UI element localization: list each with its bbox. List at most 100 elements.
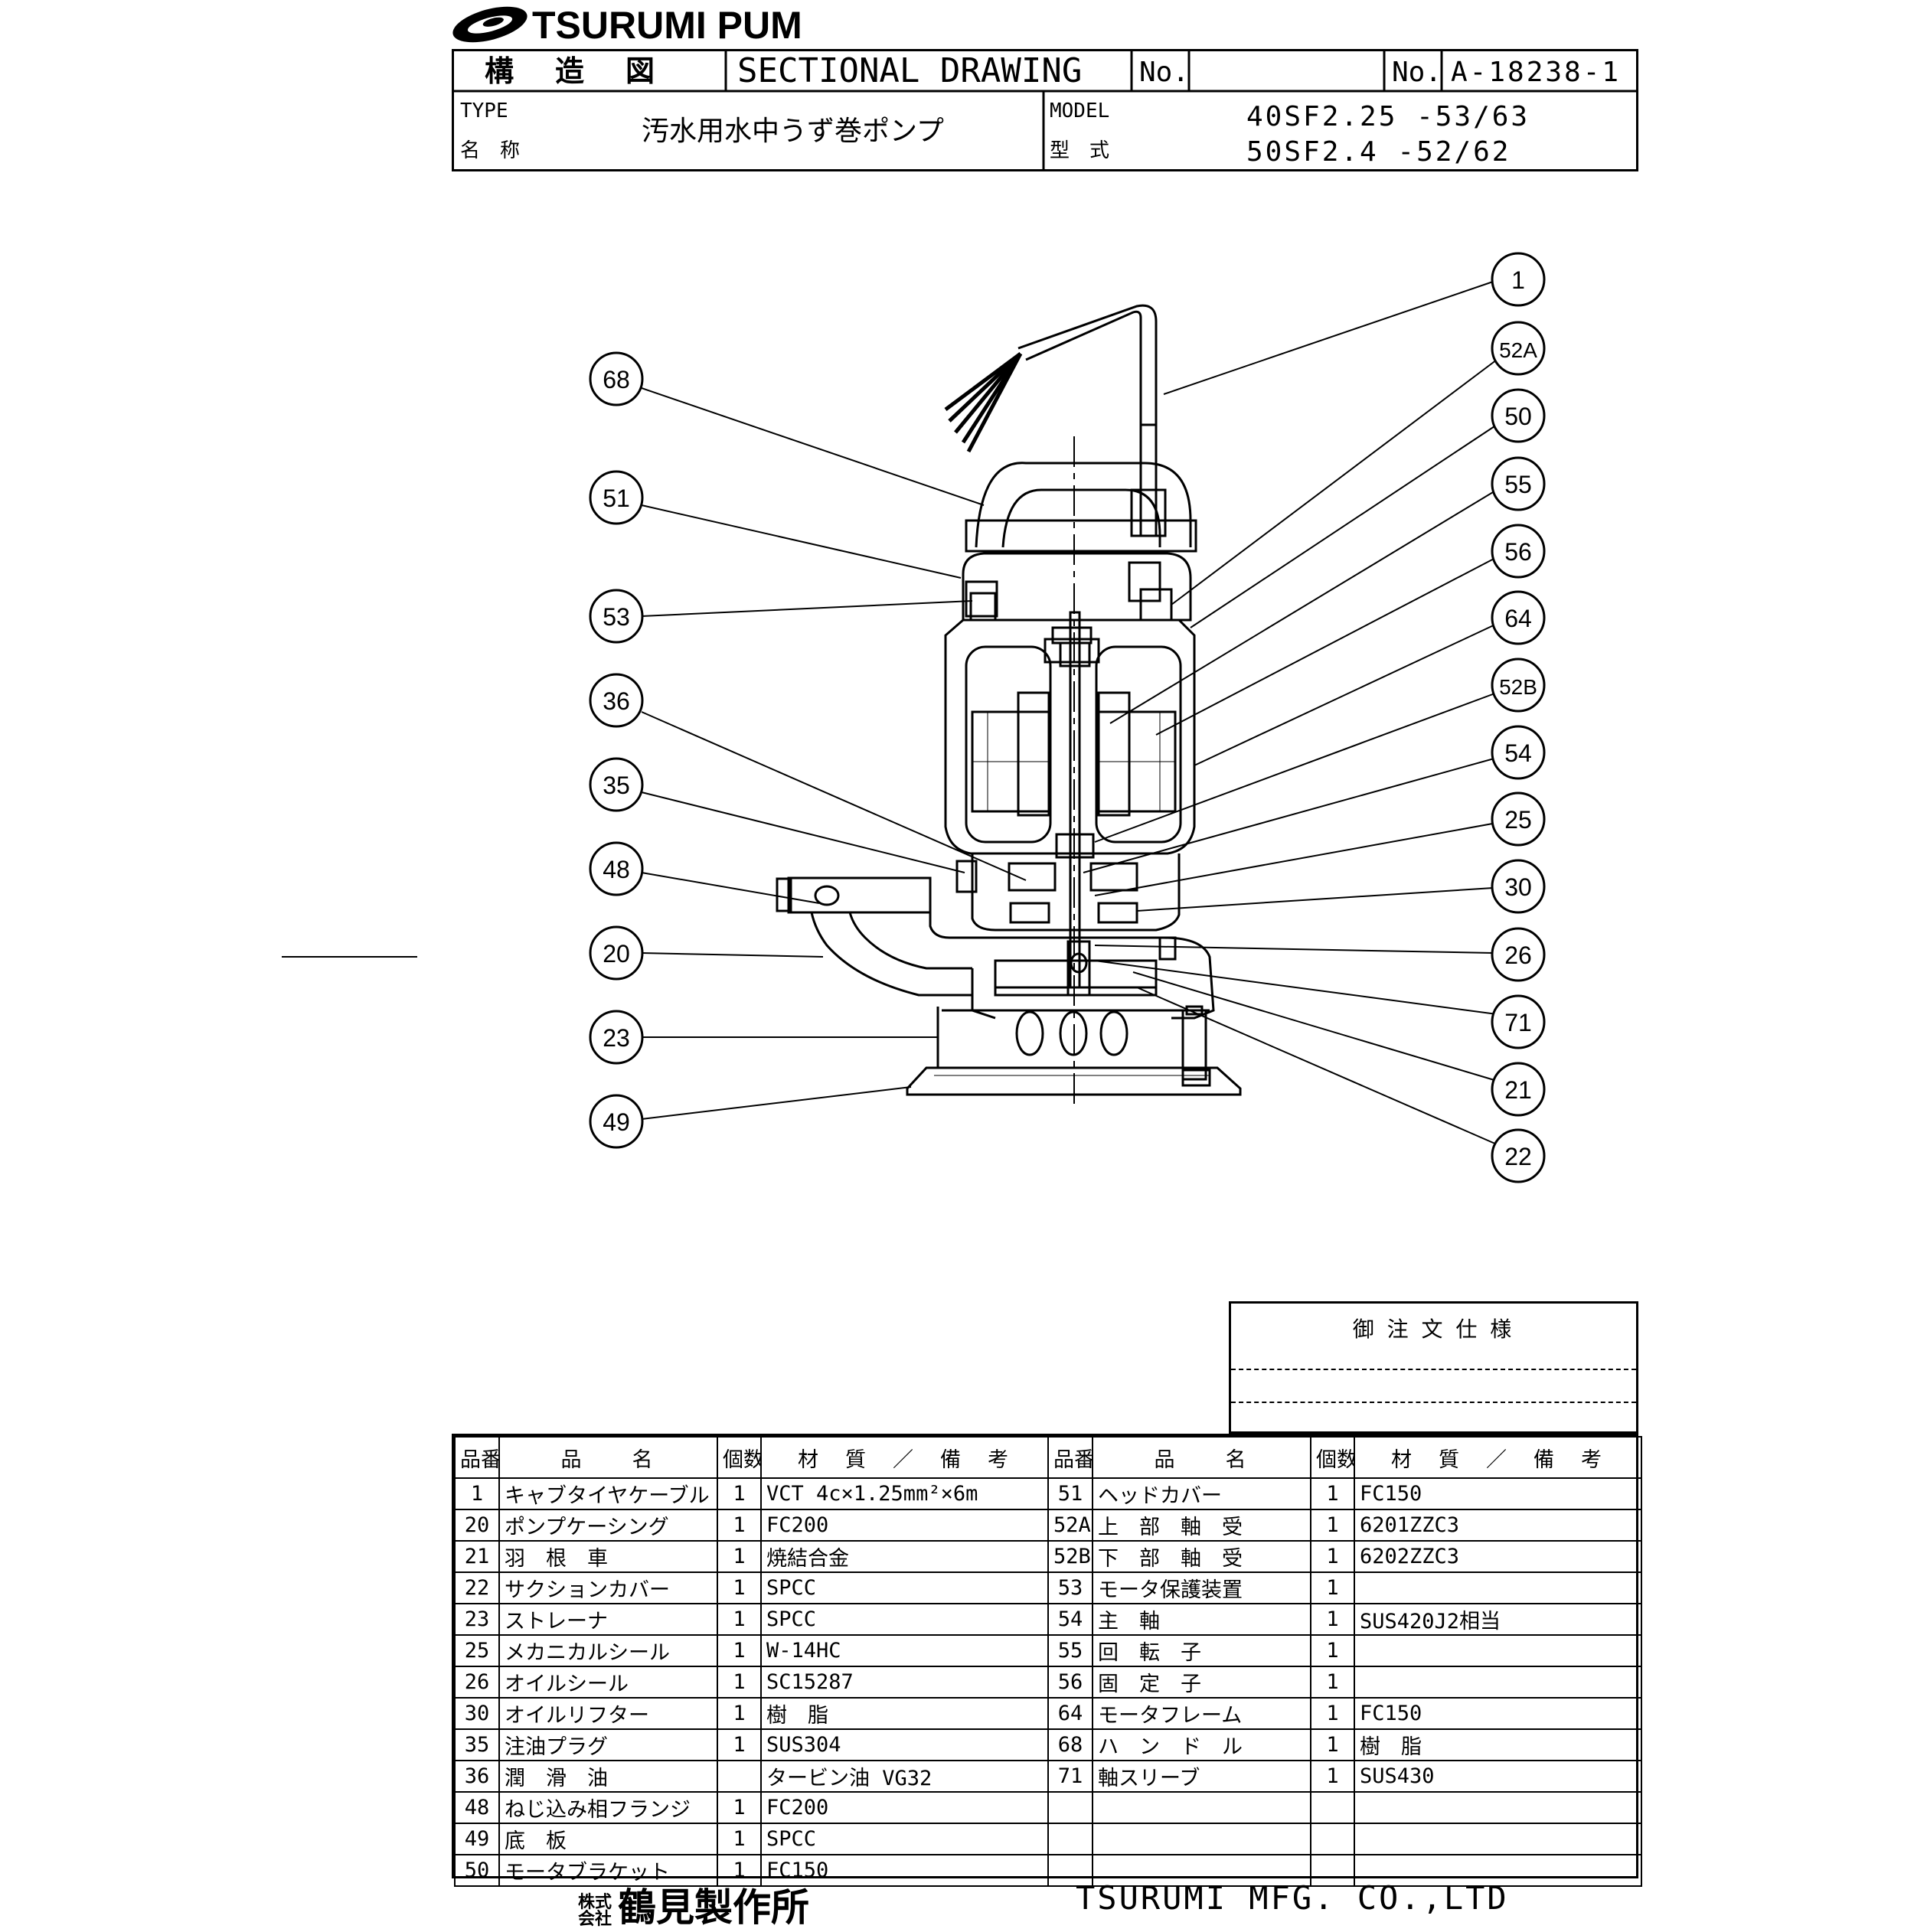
part-name: 羽 根 車 [498,1540,718,1573]
part-material: SC15287 [760,1666,1049,1699]
balloon-53: 53 [589,589,973,644]
balloon-21: 21 [1132,971,1546,1117]
svg-text:54: 54 [1504,739,1532,767]
balloon-25: 25 [1094,791,1546,896]
part-name [1092,1823,1311,1855]
svg-text:68: 68 [603,366,630,393]
company-jp: 鶴見製作所 [618,1885,809,1930]
part-qty: 1 [1310,1697,1355,1730]
order-spec-title: 御 注 文 仕 様 [1352,1317,1515,1342]
part-no: 51 [1047,1477,1093,1510]
type-name: 汚水用水中うず巻ポンプ [642,116,944,147]
svg-text:56: 56 [1504,538,1532,566]
balloon-30: 30 [1136,859,1546,914]
part-name: モータブラケット [498,1854,718,1887]
part-qty: 1 [1310,1477,1355,1510]
part-qty: 1 [717,1603,762,1636]
part-qty: 1 [1310,1728,1355,1761]
part-material: 樹 脂 [760,1697,1049,1730]
part-no [1047,1791,1093,1824]
balloon-52B: 52B [1094,658,1546,843]
balloon-23: 23 [589,1010,938,1065]
model-label: MODEL [1050,100,1110,122]
part-name: 底 板 [498,1823,718,1855]
part-material: FC150 [1354,1477,1642,1510]
part-material: 6202ZZC3 [1354,1540,1642,1573]
part-no: 20 [454,1509,500,1542]
part-name [1092,1791,1311,1824]
part-no: 56 [1047,1666,1093,1699]
no-label-1: No. [1139,57,1190,88]
svg-text:22: 22 [1504,1143,1532,1170]
part-name: 上 部 軸 受 [1092,1509,1311,1542]
svg-text:23: 23 [603,1024,630,1052]
part-name: モータフレーム [1092,1697,1311,1730]
col-header-qty: 個数 [717,1436,762,1479]
drawing-number: A-18238-1 [1451,57,1622,88]
part-no: 35 [454,1728,500,1761]
col-header-material-2: 材 質 ／ 備 考 [1354,1436,1642,1479]
part-no: 48 [454,1791,500,1824]
part-material: SUS304 [760,1728,1049,1761]
part-no: 25 [454,1634,500,1667]
part-name: 下 部 軸 受 [1092,1540,1311,1573]
balloon-48: 48 [589,841,820,904]
part-no: 50 [454,1854,500,1887]
part-qty: 1 [717,1823,762,1855]
svg-text:30: 30 [1504,873,1532,901]
order-spec-box: 御 注 文 仕 様 [1229,1301,1638,1434]
part-qty: 1 [717,1509,762,1542]
svg-text:55: 55 [1504,471,1532,498]
part-qty: 1 [1310,1603,1355,1636]
balloon-54: 54 [1083,725,1546,873]
balloon-1: 1 [1163,252,1546,395]
svg-text:25: 25 [1504,806,1532,834]
part-qty: 1 [717,1728,762,1761]
part-material: 樹 脂 [1354,1728,1642,1761]
part-name: 回 転 子 [1092,1634,1311,1667]
part-name: 注油プラグ [498,1728,718,1761]
part-name: オイルシール [498,1666,718,1699]
tsurumi-logo: TSURUMI PUMP [452,4,800,46]
name-label: 名 称 [460,139,521,162]
title-en: SECTIONAL DRAWING [737,51,1083,90]
part-name: ねじ込み相フランジ [498,1791,718,1824]
part-qty [1310,1791,1355,1824]
part-qty [717,1760,762,1793]
svg-text:36: 36 [603,687,630,715]
balloon-51: 51 [589,470,962,579]
balloon-56: 56 [1155,524,1546,736]
model-1: 40SF2.25 -53/63 [1246,101,1530,132]
svg-text:52B: 52B [1499,675,1537,699]
part-material [1354,1571,1642,1604]
balloon-26: 26 [1094,927,1546,982]
part-no: 22 [454,1571,500,1604]
col-header-no: 品番 [454,1436,500,1479]
part-material [1354,1823,1642,1855]
svg-text:64: 64 [1504,605,1532,632]
svg-text:52A: 52A [1499,338,1537,362]
svg-text:50: 50 [1504,403,1532,430]
part-no: 26 [454,1666,500,1699]
part-material: VCT 4c×1.25mm²×6m [760,1477,1049,1510]
part-material [1354,1634,1642,1667]
part-material: SPCC [760,1603,1049,1636]
part-no: 71 [1047,1760,1093,1793]
order-spec-line-2 [1231,1402,1636,1403]
svg-text:20: 20 [603,940,630,968]
part-material: FC150 [760,1854,1049,1887]
part-name: ストレーナ [498,1603,718,1636]
part-qty: 1 [1310,1540,1355,1573]
balloon-64: 64 [1194,590,1546,766]
svg-text:71: 71 [1504,1009,1532,1036]
part-qty [1310,1823,1355,1855]
part-material: FC200 [760,1509,1049,1542]
col-header-material: 材 質 ／ 備 考 [760,1436,1049,1479]
